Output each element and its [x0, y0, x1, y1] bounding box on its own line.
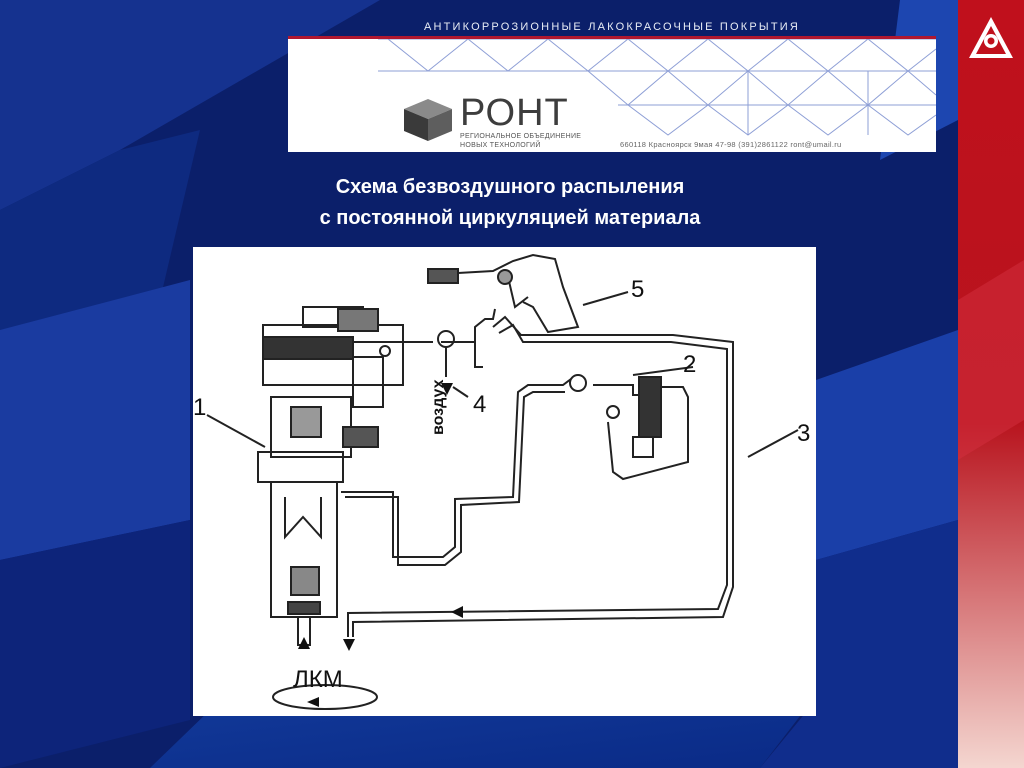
label-1: 1 — [193, 394, 206, 421]
brand-name: РОНТ — [460, 92, 569, 134]
pump-unit — [257, 306, 433, 646]
airless-spray-diagram: 1 2 3 4 5 воздух ЛКМ — [193, 247, 816, 716]
brand-banner: РОНТ РЕГИОНАЛЬНОЕ ОБЪЕДИНЕНИЕ НОВЫХ ТЕХН… — [288, 36, 936, 152]
slide-title: Схема безвоздушного распыления с постоян… — [190, 172, 830, 234]
label-air: воздух — [430, 379, 447, 435]
banner-pattern — [378, 39, 936, 136]
label-2: 2 — [683, 351, 696, 378]
label-4: 4 — [473, 391, 486, 418]
side-logo-icon — [969, 17, 1013, 58]
header-tagline: АНТИКОРРОЗИОННЫЕ ЛАКОКРАСОЧНЫЕ ПОКРЫТИЯ — [423, 21, 801, 33]
brand-cube-icon — [404, 99, 452, 141]
spray-gun — [427, 253, 580, 334]
label-3: 3 — [797, 420, 810, 447]
label-paint: ЛКМ — [293, 666, 343, 693]
title-line-1: Схема безвоздушного распыления — [335, 176, 685, 198]
title-line-2: с постоянной циркуляцией материала — [319, 207, 701, 229]
brand-contact: 660118 Красноярск 9мая 47-98 (391)286112… — [620, 140, 842, 149]
brand-subtitle-2: НОВЫХ ТЕХНОЛОГИЙ — [460, 142, 541, 149]
brand-subtitle-1: РЕГИОНАЛЬНОЕ ОБЪЕДИНЕНИЕ — [460, 133, 582, 140]
label-5: 5 — [631, 276, 644, 303]
